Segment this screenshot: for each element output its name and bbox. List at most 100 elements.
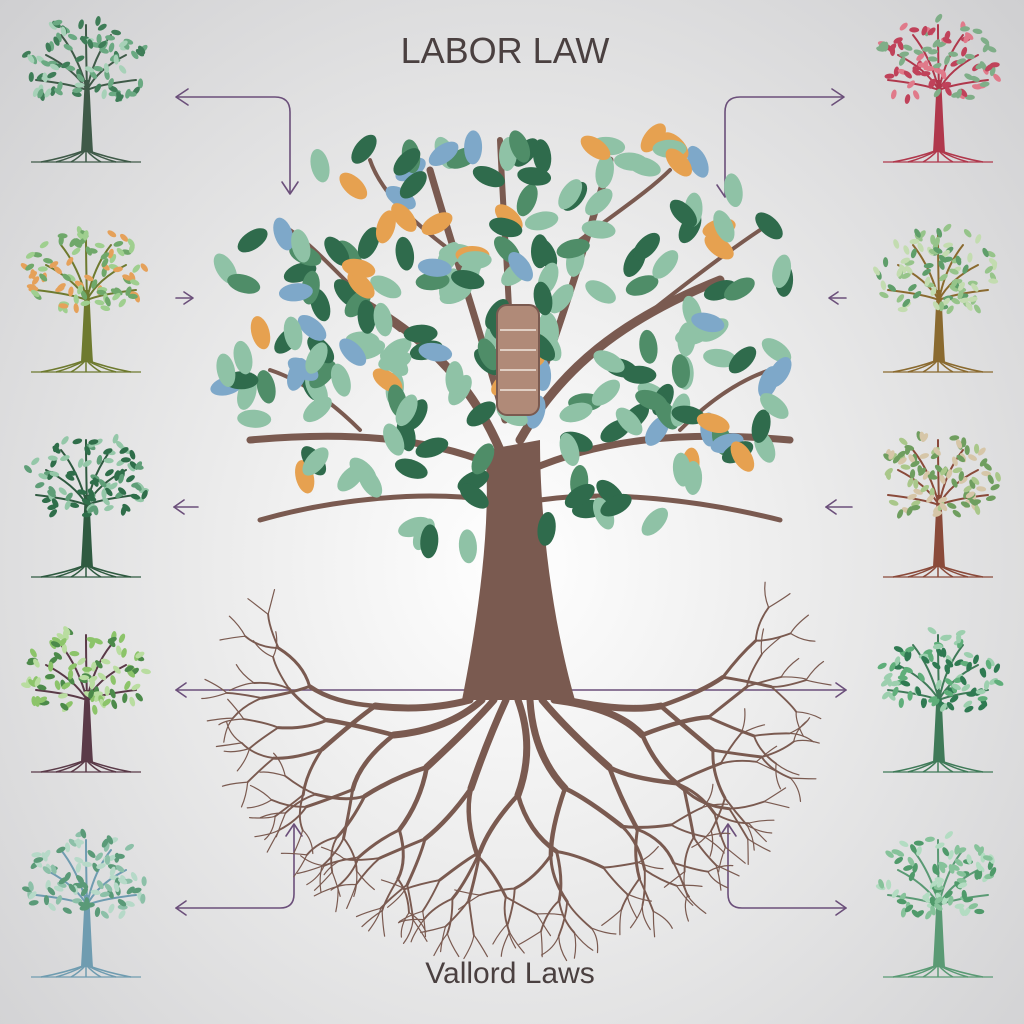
side-tree-leaf — [113, 882, 120, 893]
side-tree-left-4 — [21, 626, 151, 773]
side-tree-leaf — [89, 639, 96, 649]
scroll-icon — [496, 304, 540, 416]
side-tree-leaf — [942, 37, 952, 44]
side-tree-left-1 — [21, 16, 148, 163]
root — [540, 935, 560, 956]
side-tree-leaf — [979, 458, 988, 467]
side-tree-leaf — [50, 86, 56, 97]
side-tree-leaf — [967, 296, 978, 302]
root — [723, 797, 749, 827]
root — [566, 900, 593, 929]
side-tree-leaf — [108, 248, 114, 259]
side-tree-leaf — [951, 456, 958, 467]
root — [638, 877, 655, 913]
root — [273, 752, 286, 777]
root — [507, 922, 517, 949]
side-tree-leaf — [96, 289, 107, 296]
leaf — [237, 409, 272, 428]
leaf — [615, 407, 643, 436]
side-tree-leaf — [946, 305, 954, 315]
side-tree-leaf — [968, 903, 979, 910]
side-tree-leaf — [893, 239, 900, 249]
side-tree-leaf — [137, 45, 146, 55]
leaf — [477, 338, 500, 371]
leaf — [724, 173, 743, 208]
side-tree-leaf — [101, 838, 109, 848]
side-tree-leaf — [124, 665, 134, 672]
root — [231, 697, 263, 720]
side-tree-leaf — [934, 464, 943, 473]
side-tree-leaf — [885, 879, 892, 890]
side-tree-leaf — [37, 88, 44, 99]
leaf — [351, 134, 377, 164]
side-tree-leaf — [946, 701, 955, 711]
root — [476, 854, 508, 899]
side-tree-leaf — [911, 500, 921, 507]
diagram-title: LABOR LAW — [401, 30, 610, 71]
root — [355, 857, 381, 886]
side-tree-branch — [887, 79, 940, 91]
side-tree-leaf — [88, 439, 99, 445]
side-tree-leaf — [915, 686, 922, 697]
side-tree-leaf — [957, 882, 968, 889]
side-tree-leaf — [65, 492, 73, 502]
leaf — [439, 282, 472, 305]
side-tree-leaf — [911, 909, 920, 918]
side-tree-leaf — [130, 493, 141, 500]
root — [640, 732, 687, 792]
side-tree-leaf — [979, 81, 990, 87]
side-tree-leaf — [28, 900, 39, 906]
side-tree-leaf — [69, 238, 77, 248]
arrowhead — [835, 682, 847, 698]
side-tree-leaf — [72, 438, 83, 445]
side-tree-leaf — [902, 298, 911, 307]
side-tree-leaf — [121, 648, 127, 658]
side-tree-leaf — [947, 895, 954, 906]
side-tree-trunk — [81, 80, 93, 152]
side-tree-leaf — [963, 485, 973, 493]
side-tree-leaf — [34, 677, 41, 687]
side-tree-leaf — [67, 274, 76, 282]
side-tree-leaf — [96, 33, 102, 44]
leaf — [761, 338, 792, 363]
root — [658, 674, 726, 709]
side-tree-leaf — [965, 491, 975, 499]
side-tree-leaf — [989, 677, 998, 685]
root — [320, 846, 345, 860]
side-tree-leaf — [114, 287, 123, 296]
side-tree-leaf — [935, 13, 943, 23]
root — [711, 748, 727, 800]
side-tree-trunk — [933, 895, 945, 967]
root — [555, 850, 605, 869]
root — [718, 846, 726, 873]
side-tree-leaf — [103, 457, 114, 464]
side-tree-leaf — [954, 903, 965, 909]
leaf — [324, 236, 350, 266]
side-tree-leaf — [983, 680, 990, 691]
root — [780, 657, 800, 678]
side-tree-leaf — [31, 852, 42, 858]
root — [590, 927, 599, 954]
side-tree-leaf — [949, 695, 959, 703]
leaf — [297, 314, 327, 341]
side-tree-left-3 — [24, 433, 149, 578]
root — [307, 684, 378, 709]
side-tree-leaf — [942, 297, 951, 306]
side-tree-leaf — [919, 453, 930, 459]
side-tree-leaf — [137, 78, 144, 89]
root — [260, 684, 312, 700]
side-tree-leaf — [934, 896, 944, 904]
side-tree-leaf — [903, 865, 913, 871]
side-tree-leaf — [970, 75, 980, 82]
arrowhead — [281, 181, 299, 195]
leaf — [724, 277, 755, 301]
side-tree-leaf — [955, 255, 962, 266]
side-tree-leaf — [79, 674, 90, 681]
side-tree-leaf — [127, 293, 138, 300]
side-tree-leaf — [29, 648, 37, 658]
side-tree-leaf — [931, 698, 940, 707]
side-tree-leaf — [61, 643, 68, 654]
side-tree-leaf — [58, 638, 67, 647]
side-tree-leaf — [980, 37, 990, 45]
side-tree-leaf — [71, 91, 82, 97]
